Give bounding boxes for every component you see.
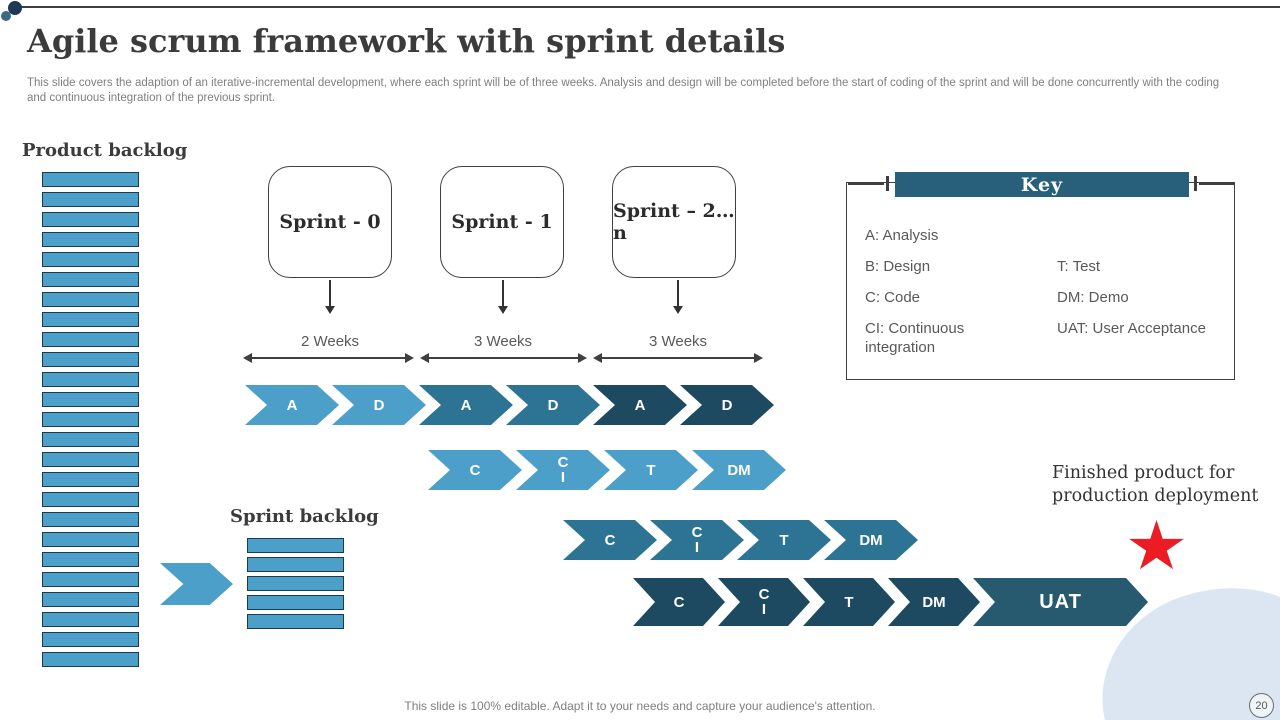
sprint-down-arrow [673, 280, 683, 314]
sprint-backlog-label: Sprint backlog [230, 506, 379, 527]
duration-span-line [599, 357, 757, 359]
chevron-D: D [680, 385, 774, 425]
sprint-backlog-bar [247, 538, 344, 553]
duration-span-line [426, 357, 581, 359]
sprint-box: Sprint - 1 [440, 166, 564, 278]
key-entry: UAT: User Acceptance [1057, 320, 1206, 337]
product-backlog-bar [42, 572, 139, 587]
chevron-CI: C I [516, 450, 610, 490]
chevron-C: C [633, 578, 725, 626]
chevron-UAT: UAT [973, 578, 1148, 626]
key-bracket-line-right [1199, 183, 1235, 185]
sprint-duration-label: 2 Weeks [300, 333, 360, 350]
chevron-C: C [428, 450, 522, 490]
slide-description: This slide covers the adaption of an ite… [27, 77, 1220, 104]
sprint-duration-label: 3 Weeks [473, 333, 533, 350]
product-backlog-bar [42, 332, 139, 347]
product-backlog-bar [42, 552, 139, 567]
sprint-backlog-bar [247, 614, 344, 629]
finished-product-star-icon [1129, 520, 1184, 570]
product-backlog-bar [42, 632, 139, 647]
sprint-duration-label: 3 Weeks [648, 333, 708, 350]
product-backlog-bar [42, 592, 139, 607]
product-backlog-bar [42, 372, 139, 387]
key-entry: C: Code [865, 289, 921, 306]
duration-span-arrow [243, 351, 414, 365]
chevron-T: T [604, 450, 698, 490]
chevron-DM: DM [888, 578, 980, 626]
chevron-CI: C I [718, 578, 810, 626]
sprint-backlog-bar [247, 595, 344, 610]
product-backlog-bar [42, 352, 139, 367]
key-entry: B: Design [865, 258, 931, 275]
top-divider-line [20, 6, 1280, 8]
key-header: Key [895, 172, 1189, 197]
footer-note: This slide is 100% editable. Adapt it to… [404, 699, 876, 713]
chevron-A: A [245, 385, 339, 425]
chevron-DM: DM [824, 520, 918, 560]
sprint-down-arrow [498, 280, 508, 314]
product-backlog-bar [42, 452, 139, 467]
product-backlog-label: Product backlog [22, 140, 188, 161]
key-bracket-tick-left [886, 176, 889, 191]
backlog-transfer-arrow [160, 563, 233, 605]
finished-product-label: Finished product for production deployme… [1052, 463, 1259, 506]
product-backlog-bar [42, 432, 139, 447]
decor-dot-teal [1, 11, 11, 21]
duration-span-arrow [420, 351, 587, 365]
chevron-D: D [332, 385, 426, 425]
chevron-T: T [803, 578, 895, 626]
key-entries: A: Analysis B: Design T: Test C: Code DM: De… [865, 226, 1223, 357]
page-number-badge: 20 [1249, 693, 1274, 718]
key-entry: CI: Continuous integration [865, 320, 965, 356]
product-backlog-bar [42, 392, 139, 407]
duration-span-arrow [593, 351, 763, 365]
key-bracket-tick-right [1194, 176, 1197, 191]
product-backlog-bar [42, 492, 139, 507]
product-backlog-bar [42, 652, 139, 667]
decor-dot-dark [8, 1, 22, 15]
key-box [846, 182, 1235, 380]
product-backlog-bar [42, 512, 139, 527]
sprint-box: Sprint – 2…n [612, 166, 736, 278]
product-backlog-bar [42, 192, 139, 207]
chevron-DM: DM [692, 450, 786, 490]
chevron-T: T [737, 520, 831, 560]
product-backlog-bar [42, 612, 139, 627]
product-backlog-bar [42, 272, 139, 287]
product-backlog-bar [42, 532, 139, 547]
product-backlog-bar [42, 312, 139, 327]
sprint-box: Sprint - 0 [268, 166, 392, 278]
sprint-backlog-bar [247, 557, 344, 572]
key-entry: A: Analysis [865, 227, 939, 244]
product-backlog-bar [42, 212, 139, 227]
sprint-backlog-bar [247, 576, 344, 591]
duration-span-line [249, 357, 408, 359]
key-entry: T: Test [1057, 258, 1101, 275]
chevron-A: A [419, 385, 513, 425]
product-backlog-bar [42, 472, 139, 487]
chevron-A: A [593, 385, 687, 425]
key-bracket-line-left [848, 183, 884, 185]
product-backlog-bar [42, 412, 139, 427]
sprint-down-arrow [325, 280, 335, 314]
key-entry [1057, 226, 1223, 245]
page-title: Agile scrum framework with sprint detail… [27, 22, 786, 60]
product-backlog-bar [42, 172, 139, 187]
product-backlog-bar [42, 292, 139, 307]
product-backlog-bar [42, 252, 139, 267]
key-entry: DM: Demo [1057, 289, 1129, 306]
chevron-CI: C I [650, 520, 744, 560]
chevron-D: D [506, 385, 600, 425]
chevron-C: C [563, 520, 657, 560]
product-backlog-bar [42, 232, 139, 247]
